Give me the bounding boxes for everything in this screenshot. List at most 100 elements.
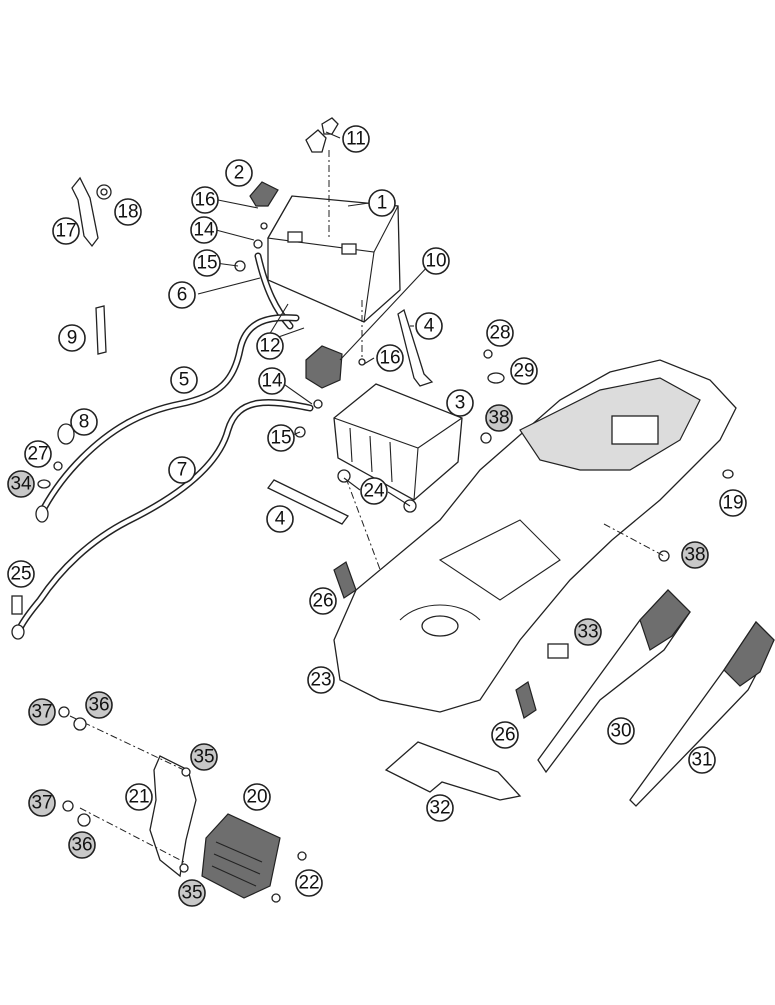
callout-label: 31 <box>691 750 712 771</box>
nut-35-b <box>179 863 189 873</box>
bolt-22-b <box>271 893 281 903</box>
clip-26-a <box>333 561 357 599</box>
callout-label: 26 <box>494 725 515 746</box>
side-cover-30 <box>537 589 691 774</box>
callout-1: 1 <box>368 189 396 217</box>
callout-38-lower: 38 <box>681 541 709 569</box>
nut-36-a <box>73 717 87 731</box>
callout-4-upper: 4 <box>415 312 443 340</box>
callout-30: 30 <box>607 717 635 745</box>
callout-22: 22 <box>295 869 323 897</box>
callout-label: 18 <box>117 202 138 223</box>
screw-19 <box>722 469 734 479</box>
callout-36-lower: 36 <box>68 831 96 859</box>
callout-2: 2 <box>225 159 253 187</box>
callout-37-upper: 37 <box>28 698 56 726</box>
rear-fender <box>333 359 737 713</box>
callout-label: 15 <box>270 428 291 449</box>
callout-label: 36 <box>71 835 92 856</box>
callout-label: 38 <box>488 408 509 429</box>
callout-38-upper: 38 <box>485 404 513 432</box>
bracket-21 <box>149 755 197 878</box>
callout-label: 36 <box>88 695 109 716</box>
callout-26-lower: 26 <box>491 721 519 749</box>
callout-label: 34 <box>10 474 32 495</box>
battery-box <box>333 383 463 501</box>
callout-label: 14 <box>193 220 215 241</box>
callout-label: 12 <box>259 336 280 357</box>
callout-33: 33 <box>574 618 602 646</box>
callout-7: 7 <box>168 456 196 484</box>
plate-32 <box>384 741 522 801</box>
washer-38-a <box>480 432 492 444</box>
cable-5 <box>35 314 300 523</box>
callout-5: 5 <box>170 366 198 394</box>
callout-label: 38 <box>684 545 705 566</box>
callout-label: 26 <box>312 591 333 612</box>
washer-38-b <box>658 550 670 562</box>
callout-label: 37 <box>31 702 52 723</box>
callout-4-lower: 4 <box>266 505 294 533</box>
washer-37-b <box>62 800 74 812</box>
callout-label: 10 <box>425 251 446 272</box>
callout-21: 21 <box>125 783 153 811</box>
callout-20: 20 <box>243 783 271 811</box>
callout-16-lower: 16 <box>376 344 404 372</box>
bracket-17 <box>71 176 99 248</box>
callout-label: 16 <box>194 190 215 211</box>
cable-7 <box>11 398 314 640</box>
callout-label: 23 <box>310 670 331 691</box>
callout-label: 33 <box>577 622 598 643</box>
terminal-cover <box>249 181 279 207</box>
callout-27: 27 <box>24 440 52 468</box>
callout-label: 2 <box>234 163 245 184</box>
callout-37-lower: 37 <box>28 789 56 817</box>
callout-label: 7 <box>177 460 188 481</box>
callout-label: 17 <box>55 221 76 242</box>
callout-35-lower: 35 <box>178 879 206 907</box>
callout-15-upper: 15 <box>193 249 221 277</box>
washer-34 <box>37 479 51 489</box>
callout-18: 18 <box>114 198 142 226</box>
callout-25: 25 <box>7 560 35 588</box>
starter-relay <box>305 263 431 389</box>
callout-31: 31 <box>688 746 716 774</box>
callout-label: 1 <box>377 193 388 214</box>
callout-3: 3 <box>446 389 474 417</box>
callout-label: 4 <box>275 509 286 530</box>
callout-label: 21 <box>128 787 149 808</box>
callout-12: 12 <box>256 332 284 360</box>
cap-25 <box>11 595 23 615</box>
callout-16-upper: 16 <box>191 186 219 214</box>
callout-15-lower: 15 <box>267 424 295 452</box>
callout-label: 25 <box>10 564 31 585</box>
clip-26-b <box>515 681 537 719</box>
grommet-33 <box>547 643 569 659</box>
callout-32: 32 <box>426 794 454 822</box>
fuse <box>305 117 339 153</box>
strap-4-upper <box>397 308 434 387</box>
callout-17: 17 <box>52 217 80 245</box>
callout-label: 5 <box>179 370 190 391</box>
callout-label: 27 <box>27 444 48 465</box>
cap-8 <box>57 423 75 445</box>
callout-label: 15 <box>196 253 217 274</box>
nut-36-b <box>77 813 91 827</box>
regulator-20 <box>201 813 281 899</box>
bolt-22-a <box>297 851 307 861</box>
nut-27 <box>53 461 63 471</box>
callout-23: 23 <box>307 666 335 694</box>
callout-26-upper: 26 <box>309 587 337 615</box>
callout-label: 11 <box>346 129 366 150</box>
callout-8: 8 <box>70 408 98 436</box>
callout-35-upper: 35 <box>190 743 218 771</box>
callout-10: 10 <box>422 247 450 275</box>
callout-label: 29 <box>513 361 534 382</box>
callout-label: 35 <box>181 883 202 904</box>
callout-label: 6 <box>177 285 188 306</box>
callout-label: 8 <box>79 412 90 433</box>
callout-36-upper: 36 <box>85 691 113 719</box>
callout-24: 24 <box>360 477 388 505</box>
callout-label: 19 <box>722 493 743 514</box>
